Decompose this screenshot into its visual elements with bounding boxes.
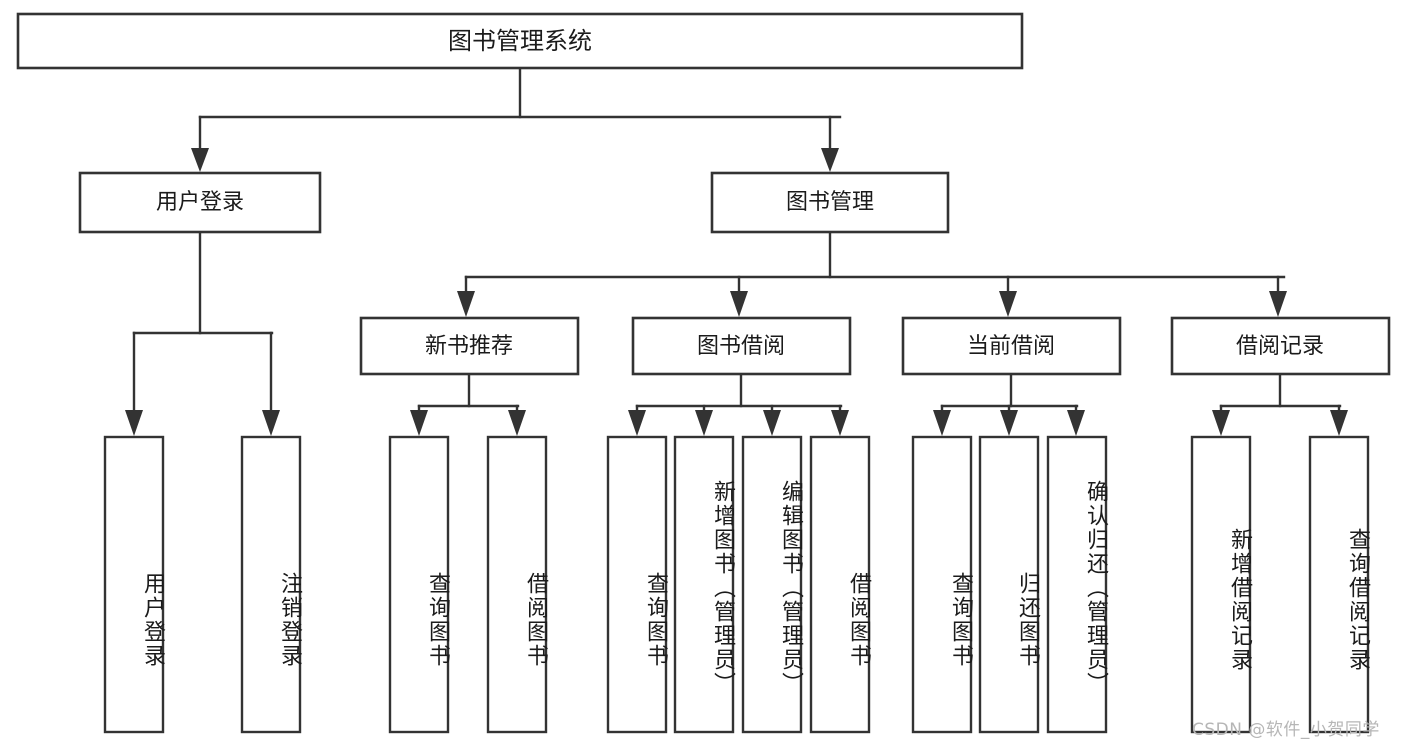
edges-layer [125, 66, 1348, 436]
arrowhead-bb-leaf-3 [763, 410, 781, 436]
node-root-label: 图书管理系统 [448, 27, 592, 55]
leaf-box-br-add-record[interactable] [1190, 435, 1252, 734]
arrowhead-bb-leaf-2 [695, 410, 713, 436]
arrowhead-user-login [191, 148, 209, 172]
leaf-box-bb-query-book[interactable] [606, 435, 668, 734]
arrowhead-bb-leaf-4 [831, 410, 849, 436]
node-current-borrow-label: 当前借阅 [967, 334, 1055, 359]
arrowhead-borrow-record [1269, 291, 1287, 317]
node-user-login-box[interactable] [78, 171, 322, 234]
arrowhead-leaf-logout [262, 410, 280, 436]
arrowhead-cb-leaf-3 [1067, 410, 1085, 436]
arrowhead-cb-leaf-2 [1000, 410, 1018, 436]
arrowhead-bb-leaf-1 [628, 410, 646, 436]
node-new-book-recommend-label: 新书推荐 [425, 334, 513, 359]
arrowhead-cb-leaf-1 [933, 410, 951, 436]
arrowhead-br-leaf-2 [1330, 410, 1348, 436]
leaf-box-nb-query-book[interactable] [388, 435, 450, 734]
arrowhead-br-leaf-1 [1212, 410, 1230, 436]
leaf-box-bb-edit-book[interactable] [741, 435, 803, 734]
leaf-box-cb-return-book[interactable] [978, 435, 1040, 734]
leaf-box-bb-borrow-book[interactable] [809, 435, 871, 734]
leaf-box-user-login[interactable] [103, 435, 165, 734]
node-user-login-label: 用户登录 [156, 190, 244, 215]
node-borrow-record-box[interactable] [1170, 316, 1391, 376]
arrowhead-new-book [457, 291, 475, 317]
leaf-box-cb-query-book[interactable] [911, 435, 973, 734]
node-new-book-recommend-box[interactable] [359, 316, 580, 376]
arrowhead-leaf-user-login [125, 410, 143, 436]
node-root-box[interactable] [16, 12, 1024, 70]
node-borrow-record-label: 借阅记录 [1236, 334, 1324, 359]
leaf-box-br-query-record[interactable] [1308, 435, 1370, 734]
arrowhead-book-borrow [730, 291, 748, 317]
arrowhead-current-borrow [999, 291, 1017, 317]
arrowhead-book-manage [821, 148, 839, 172]
node-book-manage-label: 图书管理 [786, 190, 874, 215]
node-current-borrow-box[interactable] [901, 316, 1122, 376]
leaf-box-bb-add-book[interactable] [673, 435, 735, 734]
arrowhead-nb-leaf-1 [410, 410, 428, 436]
node-book-borrow-label: 图书借阅 [697, 334, 785, 359]
node-book-borrow-box[interactable] [631, 316, 852, 376]
leaf-box-cb-confirm-return[interactable] [1046, 435, 1108, 734]
nodes-layer: 图书管理系统 用户登录 图书管理 新书推荐 图书借阅 当前借阅 借阅记录 [16, 12, 1391, 734]
arrowhead-nb-leaf-2 [508, 410, 526, 436]
watermark-text: CSDN @软件_小贺同学 [1192, 720, 1380, 740]
leaf-box-nb-borrow-book[interactable] [486, 435, 548, 734]
node-book-manage-box[interactable] [710, 171, 950, 234]
leaf-box-logout[interactable] [240, 435, 302, 734]
